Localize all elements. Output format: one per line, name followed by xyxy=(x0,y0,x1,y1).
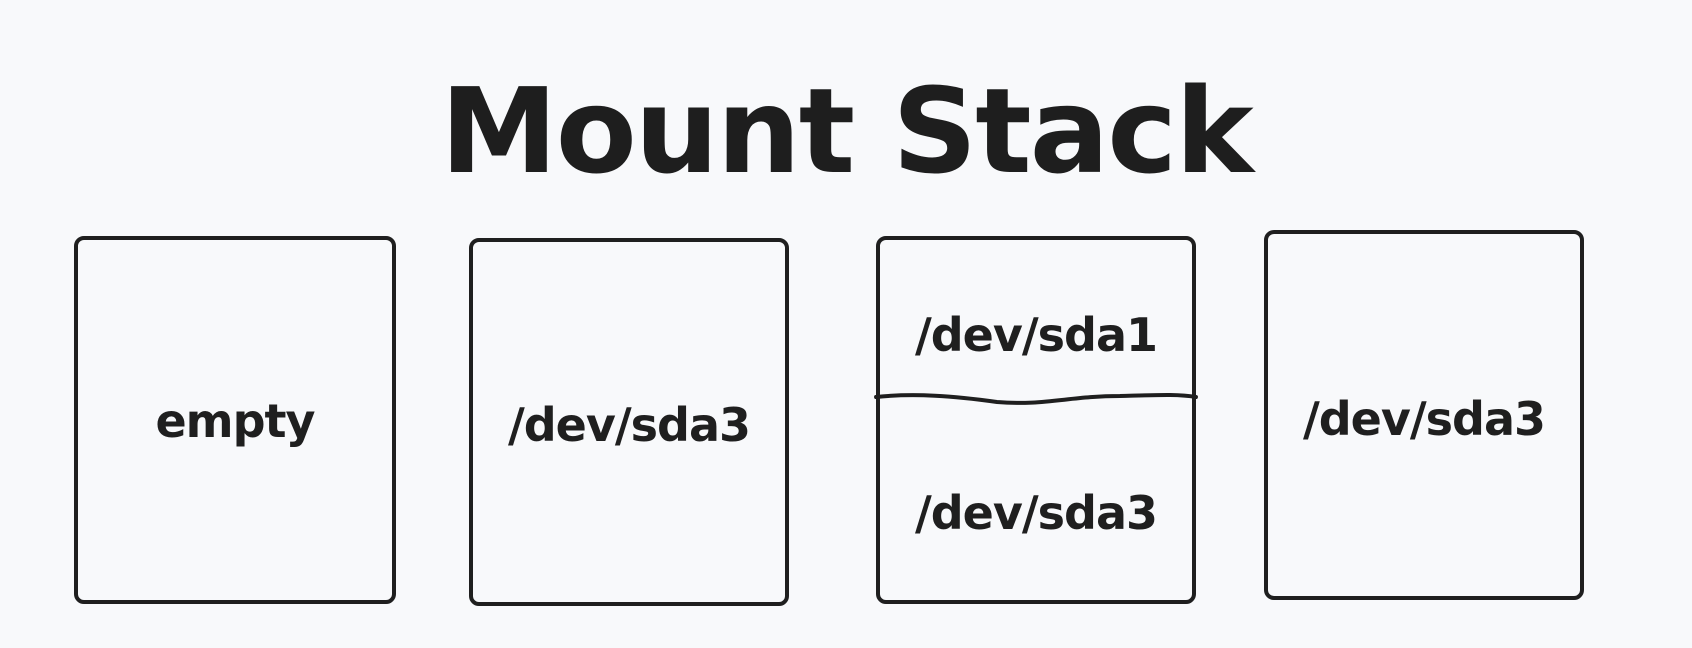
mount-layer-label: /dev/sda3 xyxy=(1302,392,1546,446)
mount-layer-label: /dev/sda3 xyxy=(507,398,751,452)
mount-state-box-4: /dev/sda3 xyxy=(1264,230,1584,600)
mount-state-box-2: /dev/sda3 xyxy=(469,238,789,606)
layer-divider xyxy=(874,393,1198,405)
mount-layer-label-top: /dev/sda1 xyxy=(914,308,1158,362)
mount-state-box-3: /dev/sda1 /dev/sda3 xyxy=(874,236,1198,604)
mount-state-box-1: empty xyxy=(74,236,396,604)
mount-layer-label-bottom: /dev/sda3 xyxy=(914,486,1158,540)
mount-layer-label: empty xyxy=(155,394,315,448)
diagram-title: Mount Stack xyxy=(440,62,1253,200)
